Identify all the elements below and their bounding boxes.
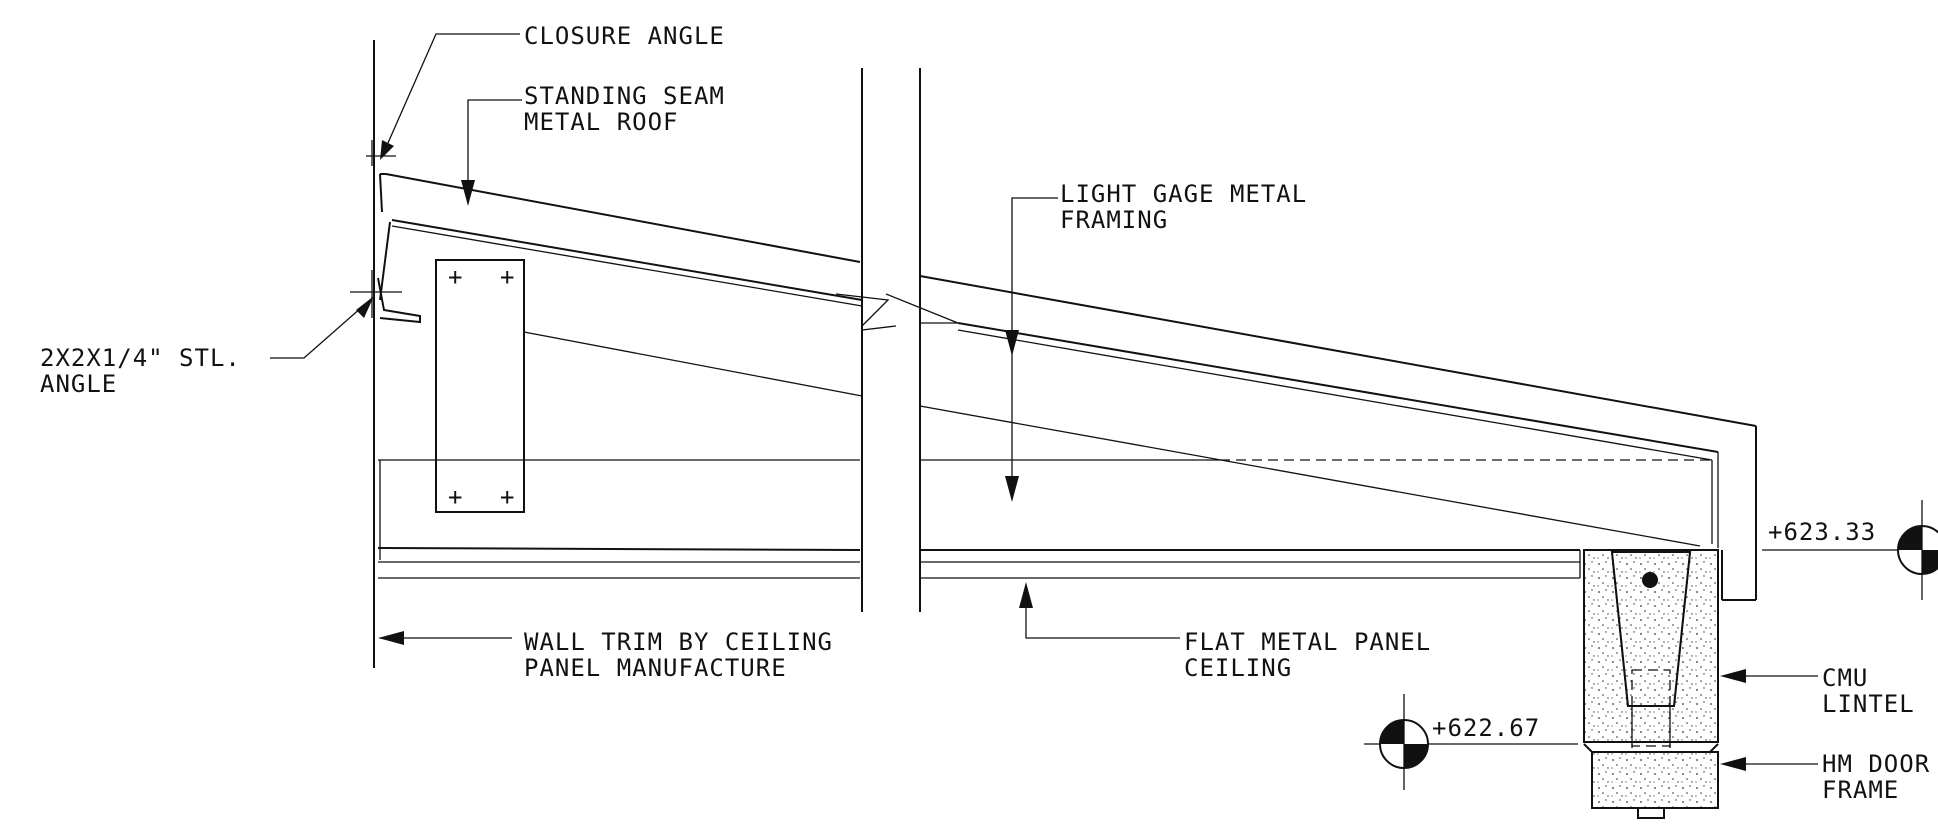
label-cmu: CMU LINTEL — [1822, 664, 1915, 718]
label-wall-trim: WALL TRIM BY CEILING PANEL MANUFACTURE — [524, 628, 833, 682]
leader-flat-panel — [1019, 582, 1180, 639]
cmu-lintel — [1583, 549, 1719, 760]
leader-light-gage — [1005, 197, 1058, 502]
leader-cmu — [1720, 669, 1818, 683]
closure-angle-text: CLOSURE ANGLE — [524, 22, 725, 50]
steel-angle — [350, 140, 421, 324]
light-gage-text-2: FRAMING — [1060, 206, 1168, 234]
leader-closure-angle — [380, 33, 520, 160]
wall-line — [373, 40, 381, 668]
flat-metal-panel-ceiling — [377, 547, 1581, 579]
break-lines — [835, 68, 959, 612]
standing-seam-text-1: STANDING SEAM — [524, 82, 725, 110]
light-gage-text-1: LIGHT GAGE METAL — [1060, 180, 1307, 208]
label-stl-angle: 2X2X1/4" STL. ANGLE — [40, 344, 241, 398]
svg-text:+: + — [448, 263, 463, 291]
cmu-text-2: LINTEL — [1822, 690, 1915, 718]
wall-trim-text-2: PANEL MANUFACTURE — [524, 654, 787, 682]
label-flat-panel: FLAT METAL PANEL CEILING — [1184, 628, 1431, 682]
label-standing-seam: STANDING SEAM METAL ROOF — [524, 82, 725, 136]
leader-stl-angle — [270, 296, 374, 359]
label-closure-angle: CLOSURE ANGLE — [524, 22, 725, 50]
standing-seam-text-2: METAL ROOF — [524, 108, 679, 136]
cmu-text-1: CMU — [1822, 664, 1868, 692]
stl-angle-text-2: ANGLE — [40, 370, 117, 398]
leader-hm-door — [1720, 757, 1818, 771]
label-light-gage: LIGHT GAGE METAL FRAMING — [1060, 180, 1307, 234]
standing-seam-roof-panel — [379, 173, 1757, 601]
flat-panel-text-1: FLAT METAL PANEL — [1184, 628, 1431, 656]
svg-text:+: + — [448, 483, 463, 511]
clip-plate: + + + + — [435, 259, 525, 513]
svg-text:+: + — [500, 263, 515, 291]
roof-framing — [378, 219, 1719, 548]
elevation-lower-label: +622.67 — [1432, 714, 1540, 742]
hm-door-text-2: FRAME — [1822, 776, 1899, 804]
hm-door-frame — [1583, 743, 1719, 819]
flat-panel-text-2: CEILING — [1184, 654, 1292, 682]
hm-door-text-1: HM DOOR — [1822, 750, 1930, 778]
elevation-marker-upper: +623.33 — [1762, 500, 1938, 600]
leader-wall-trim — [378, 631, 512, 645]
label-hm-door: HM DOOR FRAME — [1822, 750, 1930, 804]
elevation-upper-label: +623.33 — [1768, 518, 1876, 546]
svg-text:+: + — [500, 483, 515, 511]
stl-angle-text-1: 2X2X1/4" STL. — [40, 344, 241, 372]
elevation-marker-lower: +622.67 — [1364, 694, 1578, 790]
wall-trim-text-1: WALL TRIM BY CEILING — [524, 628, 833, 656]
leader-standing-seam — [461, 99, 522, 206]
